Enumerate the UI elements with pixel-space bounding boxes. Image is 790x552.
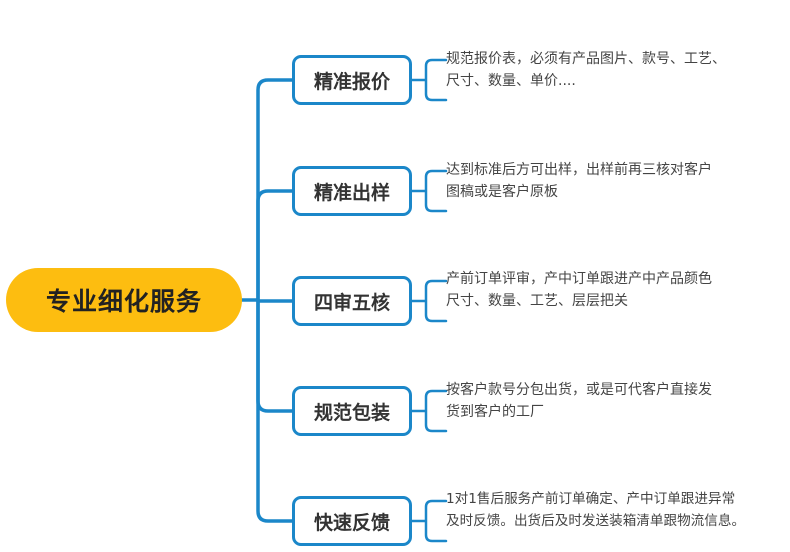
description-connector [410,389,448,433]
branch-node-feedback: 快速反馈 [292,496,412,546]
branch-description-review: 产前订单评审，产中订单跟进产中产品颜色 尺寸、数量、工艺、层层把关 [446,268,786,312]
description-line: 1对1售后服务产前订单确定、产中订单跟进异常 [446,491,736,507]
branch-description-packing: 按客户款号分包出货，或是可代客户直接发 货到客户的工厂 [446,379,786,423]
branch-label: 精准报价 [313,70,390,93]
branch-description-feedback: 1对1售后服务产前订单确定、产中订单跟进异常 及时反馈。出货后及时发送装箱清单跟… [446,488,786,532]
description-line: 及时反馈。出货后及时发送装箱清单跟物流信息。 [446,513,746,529]
branch-node-quote: 精准报价 [292,55,412,105]
description-line: 达到标准后方可出样，出样前再三核对客户 [446,162,712,178]
description-connector [410,499,448,543]
root-label: 专业细化服务 [45,287,202,316]
branch-label: 规范包装 [313,401,390,424]
description-line: 尺寸、数量、工艺、层层把关 [446,293,628,309]
description-line: 货到客户的工厂 [446,404,544,420]
branch-description-quote: 规范报价表，必须有产品图片、款号、工艺、 尺寸、数量、单价.... [446,48,786,92]
branch-label: 四审五核 [313,291,390,314]
description-connector [410,279,448,323]
description-line: 产前订单评审，产中订单跟进产中产品颜色 [446,271,712,287]
branch-description-sample: 达到标准后方可出样，出样前再三核对客户 图稿或是客户原板 [446,159,786,203]
description-line: 尺寸、数量、单价.... [446,73,576,89]
description-line: 规范报价表，必须有产品图片、款号、工艺、 [446,51,726,67]
description-line: 按客户款号分包出货，或是可代客户直接发 [446,382,712,398]
branch-connector [256,298,294,523]
branch-node-packing: 规范包装 [292,386,412,436]
description-line: 图稿或是客户原板 [446,184,558,200]
root-node: 专业细化服务 [6,268,242,332]
branch-node-review: 四审五核 [292,276,412,326]
branch-node-sample: 精准出样 [292,166,412,216]
branch-connector [256,78,294,302]
description-connector [410,169,448,213]
branch-label: 快速反馈 [313,511,390,534]
branch-connector [256,189,294,302]
branch-connector [256,298,294,413]
description-connector [410,58,448,102]
branch-label: 精准出样 [313,181,390,204]
